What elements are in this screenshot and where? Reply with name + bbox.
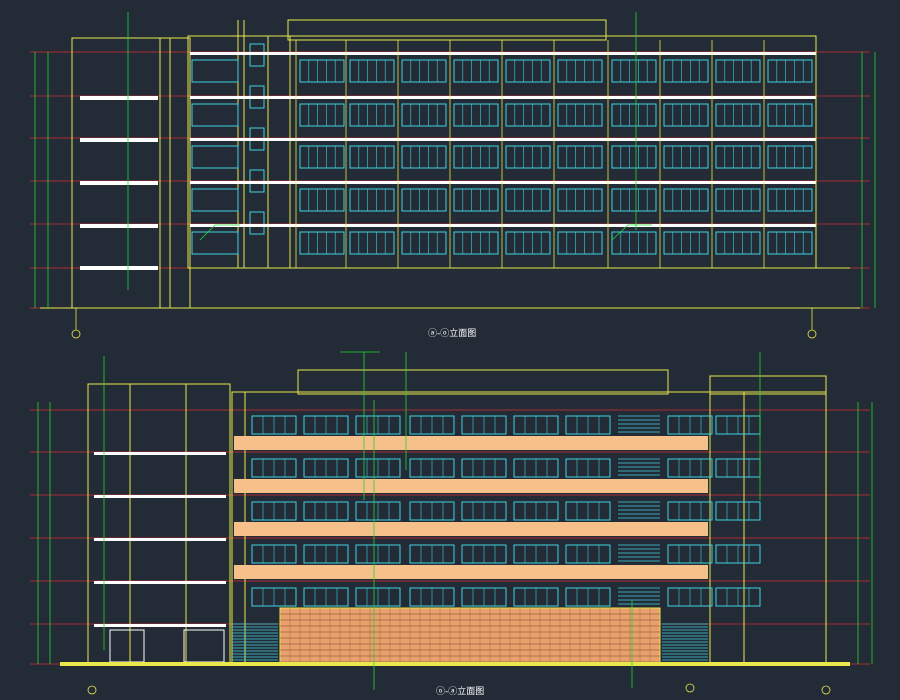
window-top <box>349 145 395 169</box>
brick-podium <box>279 607 661 665</box>
window-top <box>505 188 551 212</box>
window-top <box>453 59 499 83</box>
ground-top <box>40 267 860 309</box>
window-top <box>453 188 499 212</box>
window-top <box>191 231 239 255</box>
window-top <box>453 145 499 169</box>
dim-chain-left-bottom <box>37 402 51 664</box>
stair-slabs-top <box>80 96 158 270</box>
wall-band <box>234 436 708 450</box>
window-top <box>557 231 603 255</box>
window-top <box>505 145 551 169</box>
window-top <box>505 59 551 83</box>
ground-bottom <box>60 662 850 666</box>
window-top <box>453 231 499 255</box>
window-top <box>505 231 551 255</box>
window-top <box>715 59 761 83</box>
wall-bands-bottom <box>234 436 708 579</box>
window-top <box>191 145 239 169</box>
elevation-title-bottom: ⓞ-ⓐ立面图 <box>436 685 484 697</box>
dim-chain-left-top <box>34 52 49 308</box>
window-top <box>767 145 813 169</box>
window-top <box>767 103 813 127</box>
floor-slab <box>190 224 816 227</box>
wall-band <box>234 565 708 579</box>
window-top <box>663 188 709 212</box>
window-top <box>453 103 499 127</box>
window-top <box>557 59 603 83</box>
window-top <box>191 59 239 83</box>
window-top <box>349 59 395 83</box>
window-top <box>767 188 813 212</box>
dim-chain-right-top <box>861 52 876 308</box>
leaders-bottom <box>103 351 761 690</box>
window-top <box>663 145 709 169</box>
floor-slab <box>190 96 816 99</box>
window-top <box>299 188 345 212</box>
window-top <box>715 145 761 169</box>
entrance-canopy-bottom <box>109 629 225 663</box>
window-top <box>663 231 709 255</box>
window-top <box>557 103 603 127</box>
window-top <box>401 103 447 127</box>
floor-slab <box>190 181 816 184</box>
window-top <box>715 231 761 255</box>
window-top <box>191 103 239 127</box>
window-top <box>663 103 709 127</box>
window-top <box>505 103 551 127</box>
window-top <box>611 145 657 169</box>
window-top <box>611 231 657 255</box>
window-top <box>401 188 447 212</box>
window-top <box>349 188 395 212</box>
window-top <box>767 231 813 255</box>
window-top <box>349 231 395 255</box>
window-top <box>299 59 345 83</box>
window-top <box>191 188 239 212</box>
dim-chain-right-bottom <box>857 402 873 664</box>
window-top <box>663 59 709 83</box>
left-block-bottom <box>87 383 231 665</box>
window-grid-top <box>191 59 813 255</box>
left-slabs-bottom <box>94 452 226 627</box>
elevation-bottom <box>30 351 873 695</box>
window-top <box>349 103 395 127</box>
window-top <box>401 145 447 169</box>
axis-markers-bottom <box>87 683 831 695</box>
glass-wall-right <box>662 623 708 664</box>
axis-markers-top <box>71 308 817 339</box>
floor-slabs-top <box>190 40 817 268</box>
window-top <box>611 59 657 83</box>
wall-band <box>234 522 708 536</box>
window-top <box>611 188 657 212</box>
floor-slab <box>190 52 816 55</box>
brick-joints <box>280 608 660 664</box>
window-top <box>767 59 813 83</box>
window-top <box>401 59 447 83</box>
wall-band <box>234 479 708 493</box>
floor-slab <box>190 138 816 141</box>
window-top <box>715 103 761 127</box>
glass-wall-left <box>232 623 278 664</box>
window-top <box>299 103 345 127</box>
window-top <box>299 145 345 169</box>
window-top <box>557 188 603 212</box>
window-top <box>299 231 345 255</box>
window-top <box>557 145 603 169</box>
window-top <box>401 231 447 255</box>
elevation-title-top: ⓐ-ⓞ立面图 <box>428 327 476 339</box>
window-top <box>715 188 761 212</box>
elevation-top <box>30 12 876 339</box>
window-grid-bottom <box>251 415 761 607</box>
leaders-top <box>127 12 652 290</box>
window-top <box>611 103 657 127</box>
